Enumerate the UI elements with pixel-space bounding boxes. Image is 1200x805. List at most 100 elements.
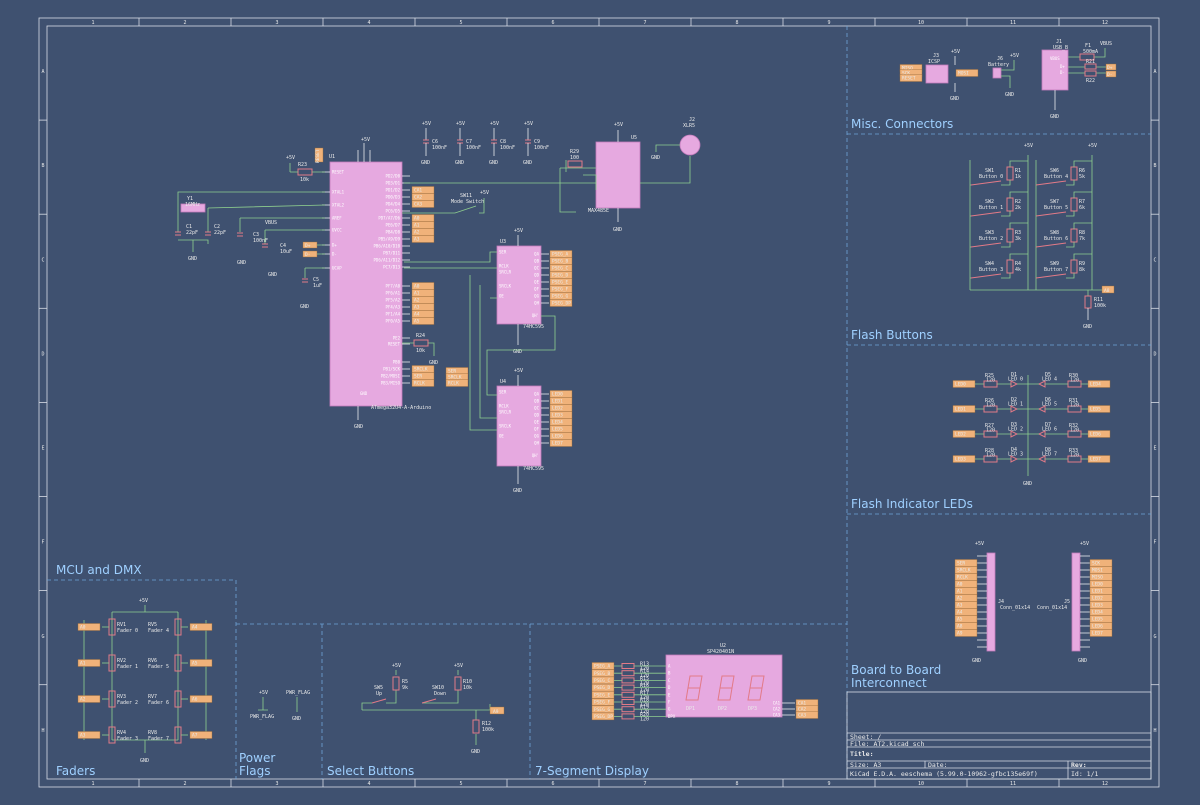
c9-power: +5V [524,121,533,127]
r21[interactable] [1084,63,1097,70]
j3-net-0: MISO [902,66,913,72]
u4-body[interactable] [496,385,542,467]
fader-net-0: A0 [80,625,86,631]
u5-body[interactable] [595,141,641,209]
seg-res-5[interactable] [621,699,635,705]
r11[interactable] [1084,295,1092,309]
sw11-ref: SW11 [460,193,472,199]
flash-switch-5[interactable] [1035,211,1067,217]
j3-icsp[interactable] [925,64,949,84]
flash-switch-0[interactable] [970,180,1002,186]
sw11[interactable] [402,198,485,214]
j4-net-2: RCLK [957,575,968,581]
row-marker-right-C: C [1153,257,1156,263]
j1-gnd: GND [1050,114,1059,120]
u4-pin-l-1: RCLK [499,404,509,409]
u1-gnd-label: GND [354,424,363,430]
svg-text:A8: A8 [1104,288,1110,294]
flash-resistor-0[interactable] [1006,166,1014,181]
flash-r-ref-1: R2 [1015,199,1021,205]
flash-resistor-3[interactable] [1006,259,1014,274]
u1-right-net-labels: CA1CA2CA3A0A1A2A3A0A1A2A3A4A5SRCLKSERRCL… [411,186,435,387]
col-marker-bottom-2: 2 [183,781,186,787]
seg-res-0[interactable] [621,663,635,669]
c4-ref: C4 [280,243,286,249]
u1-gnd-pin: GND [360,391,368,396]
flash-switch-6[interactable] [1035,242,1067,248]
svg-text:J4: J4 [998,599,1004,605]
r29[interactable] [567,160,583,168]
flash-resistor-7[interactable] [1070,259,1078,274]
flash-switch-7[interactable] [1035,273,1067,279]
flash-r-ref-7: R9 [1079,261,1085,267]
u3-out-3: PSEG_D [552,273,569,279]
j5-net-2: MISO [1092,575,1103,581]
flash-sw-ref-0: SW1 [985,168,994,174]
u3-pin-l-1: RCLK [499,264,509,269]
seg-net-2: PSEG_C [594,678,611,684]
flash-switch-3[interactable] [970,273,1002,279]
u1-pin-right-5: PC6/D5 [386,209,401,214]
j2-xlr[interactable] [679,134,701,156]
section-label-7seg: 7-Segment Display [535,764,649,778]
u1-pin-left-6: D- [332,252,337,257]
j6-value: Battery [988,62,1009,68]
j4-connector[interactable] [986,552,996,652]
led-rl-ref-0: R25 [985,373,994,379]
j5-connector[interactable] [1071,552,1081,652]
u3-body[interactable] [496,245,542,325]
r23[interactable] [297,168,313,176]
r12[interactable] [472,719,480,734]
u4-power: +5V [514,368,523,374]
flash-sw-name-6: Button 6 [1044,236,1068,242]
j5-net-4: LED1 [1092,589,1103,595]
seg-res-3[interactable] [621,684,635,691]
seg-res-1[interactable] [621,670,635,677]
flash-switch-1[interactable] [970,211,1002,217]
flash-resistor-1[interactable] [1006,197,1014,212]
sw5[interactable] [371,698,387,704]
flash-r-ref-3: R4 [1015,261,1021,267]
seg-res-4[interactable] [621,691,635,698]
j4-net-6: A3 [957,603,963,609]
flash-resistor-2[interactable] [1006,228,1014,243]
led-rr-ref-1: R31 [1069,398,1078,404]
j1-usb[interactable] [1041,49,1069,91]
flash-resistor-4[interactable] [1070,166,1078,181]
u1-pin-right-19: PF0/A5 [386,319,401,324]
flash-resistor-6[interactable] [1070,228,1078,243]
seg-pin-2: C [668,678,671,683]
u1-ref: U1 [329,154,335,160]
seg-res-ref-7: R20 [640,712,649,718]
j4-net-1: SRCLK [957,568,971,574]
svg-text:+5V: +5V [1080,541,1089,547]
col-marker-bottom-11: 11 [1010,781,1016,787]
svg-text:120: 120 [640,716,649,722]
seg-res-7[interactable] [621,713,635,720]
svg-text:SP420401N: SP420401N [707,649,734,655]
col-marker-bottom-6: 6 [551,781,554,787]
seg-digit-0 [685,675,703,701]
j5-net-0: SCK [1092,561,1100,567]
vbus-label: VBUS [265,220,277,226]
flash-switch-2[interactable] [970,242,1002,248]
y1-crystal[interactable] [180,203,206,213]
seg-res-6[interactable] [621,706,635,713]
r5[interactable] [392,676,400,691]
u4-pin-q-3: QD [534,413,539,418]
r10[interactable] [454,676,462,691]
seg-res-2[interactable] [621,677,635,684]
f1-fuse[interactable] [1079,53,1095,61]
j6-battery[interactable] [992,67,1002,79]
u3-power: +5V [514,228,523,234]
r22[interactable] [1084,70,1097,77]
sw10[interactable] [421,698,437,704]
r24[interactable] [413,339,429,347]
flash-resistor-5[interactable] [1070,197,1078,212]
u1-body[interactable] [329,161,403,407]
gnd-y1: GND [188,256,197,262]
flash-switch-4[interactable] [1035,180,1067,186]
svg-text:CA1: CA1 [773,701,781,706]
svg-text:D-: D- [1060,70,1065,75]
